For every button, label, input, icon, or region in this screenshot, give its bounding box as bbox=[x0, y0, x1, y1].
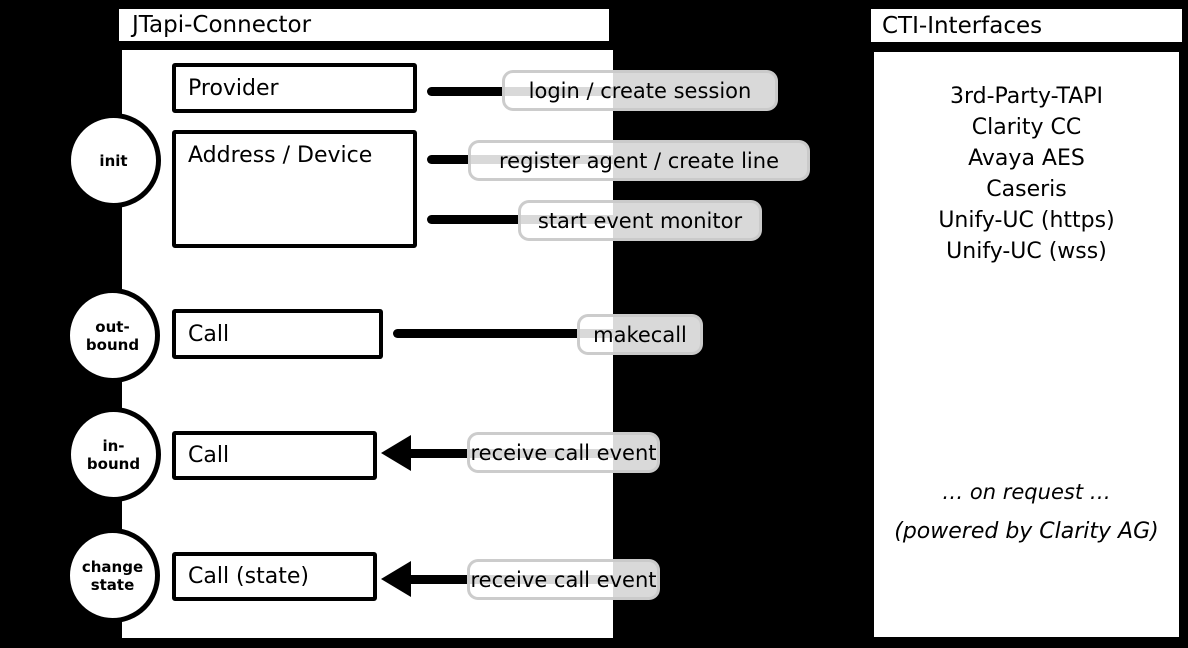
cti-interface-list: 3rd-Party-TAPI Clarity CC Avaya AES Case… bbox=[869, 81, 1184, 267]
flow-label-receive-inbound: receive call event bbox=[467, 432, 660, 473]
flow-label-register: register agent / create line bbox=[468, 140, 810, 181]
flow-label-receive-state: receive call event bbox=[467, 559, 660, 600]
cti-interface-item: Unify-UC (https) bbox=[938, 208, 1115, 233]
phase-inbound-label: in- bound bbox=[86, 436, 141, 473]
call-state-box-label: Call (state) bbox=[188, 564, 309, 589]
phase-change-state-label: change state bbox=[81, 557, 144, 594]
cti-interfaces-panel-title: CTI-Interfaces bbox=[867, 5, 1186, 46]
jtapi-connector-panel-title: JTapi-Connector bbox=[115, 5, 613, 45]
cti-interface-item: Avaya AES bbox=[968, 146, 1085, 171]
cti-interface-item: Clarity CC bbox=[971, 115, 1082, 140]
phase-outbound-label: out- bound bbox=[85, 317, 140, 354]
address-device-box-label: Address / Device bbox=[188, 143, 373, 168]
call-inbound-box: Call bbox=[172, 431, 377, 480]
flow-label-monitor: start event monitor bbox=[518, 200, 762, 241]
cti-note-on-request: … on request … bbox=[942, 480, 1111, 504]
call-outbound-box: Call bbox=[172, 309, 383, 359]
arrowhead-left-icon bbox=[381, 561, 411, 597]
flow-label-login-text: login / create session bbox=[528, 78, 752, 103]
cti-interface-item: Caseris bbox=[986, 177, 1067, 202]
phase-circle-init: init bbox=[66, 113, 161, 208]
flow-label-receive-inbound-text: receive call event bbox=[470, 440, 657, 465]
cti-interfaces-panel bbox=[869, 47, 1184, 642]
phase-init-label: init bbox=[99, 151, 128, 170]
arrowhead-left-icon bbox=[381, 435, 411, 471]
phase-circle-outbound: out- bound bbox=[65, 288, 160, 383]
call-outbound-box-label: Call bbox=[188, 321, 230, 347]
provider-box: Provider bbox=[172, 63, 417, 113]
address-device-box: Address / Device bbox=[172, 130, 417, 248]
flow-label-register-text: register agent / create line bbox=[499, 148, 779, 173]
flow-label-makecall: makecall bbox=[577, 314, 703, 355]
connector-line-makecall bbox=[393, 329, 703, 338]
jtapi-connector-title-text: JTapi-Connector bbox=[132, 12, 312, 38]
flow-label-monitor-text: start event monitor bbox=[537, 208, 743, 233]
call-inbound-box-label: Call bbox=[188, 443, 230, 468]
flow-label-login: login / create session bbox=[502, 70, 778, 111]
provider-box-label: Provider bbox=[188, 75, 279, 101]
cti-interfaces-title-text: CTI-Interfaces bbox=[882, 12, 1043, 39]
cti-note-powered-by: (powered by Clarity AG) bbox=[894, 519, 1159, 544]
cti-interface-item: Unify-UC (wss) bbox=[946, 239, 1107, 264]
flow-label-receive-state-text: receive call event bbox=[470, 567, 657, 592]
cti-interface-item: 3rd-Party-TAPI bbox=[949, 84, 1104, 109]
phase-circle-change-state: change state bbox=[65, 528, 160, 623]
call-state-box: Call (state) bbox=[172, 552, 377, 601]
flow-label-makecall-text: makecall bbox=[593, 322, 687, 347]
phase-circle-inbound: in- bound bbox=[66, 407, 161, 502]
